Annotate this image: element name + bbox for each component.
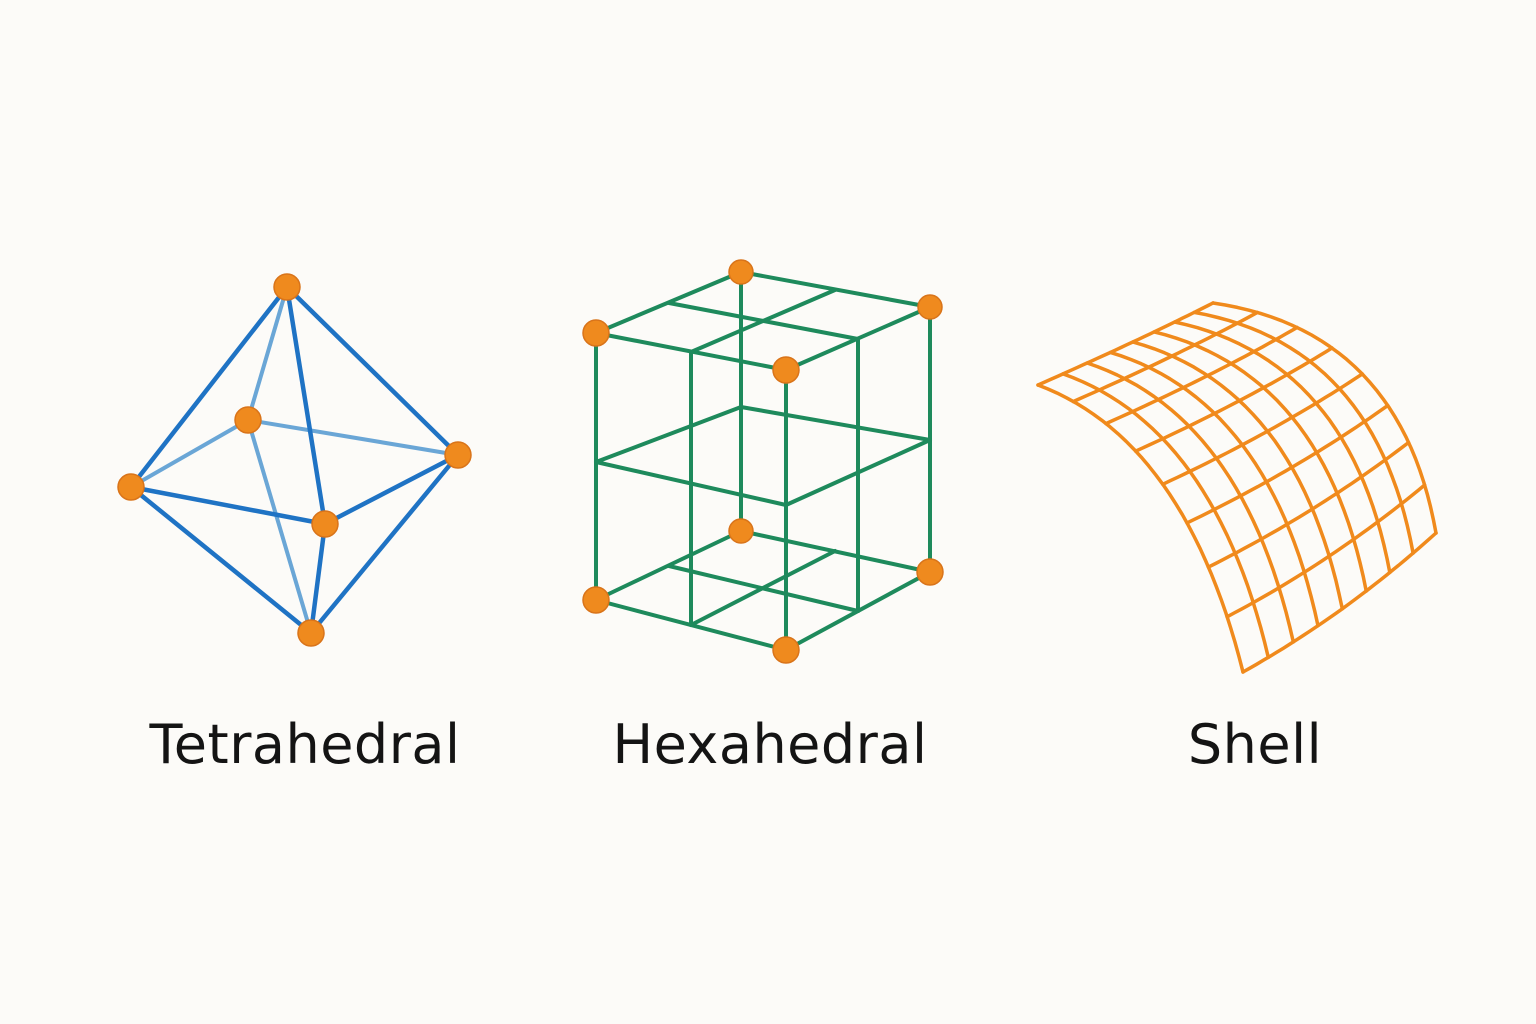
tet-edge	[246, 285, 289, 422]
tet-node	[117, 473, 145, 501]
shell-mesh-line	[1206, 440, 1411, 569]
hex-node	[728, 259, 754, 285]
tet-node	[444, 441, 472, 469]
tet-edge	[284, 284, 461, 458]
tet-edge	[128, 484, 328, 527]
shell-mesh-line	[1161, 372, 1365, 487]
tet-edge	[246, 418, 460, 457]
hex-node	[772, 636, 800, 664]
shell-mesh-line	[1185, 403, 1390, 525]
tet-edge	[129, 418, 250, 489]
hexahedral-edges	[594, 270, 932, 652]
tet-node	[273, 273, 301, 301]
tet-node	[297, 619, 325, 647]
shell-mesh-line	[1225, 483, 1427, 619]
tet-edge	[246, 418, 313, 635]
hexahedral-label: Hexahedral	[612, 713, 928, 776]
hex-node	[728, 518, 754, 544]
tet-edge	[128, 484, 314, 636]
shell-label: Shell	[1187, 713, 1323, 776]
tet-edge	[284, 284, 328, 527]
hex-node	[916, 558, 944, 586]
hex-node	[582, 319, 610, 347]
tetrahedral-edges	[128, 284, 461, 636]
shell-mesh-line	[1036, 301, 1215, 387]
tet-edge	[308, 521, 328, 636]
tetrahedral-label: Tetrahedral	[149, 713, 461, 776]
hex-node	[917, 294, 943, 320]
shell-mesh-line	[1071, 310, 1260, 404]
shell-mesh-line	[1211, 301, 1438, 535]
tetrahedral-hidden-edges	[129, 285, 460, 635]
tet-node	[234, 406, 262, 434]
hex-node	[582, 586, 610, 614]
hexahedral-nodes	[582, 259, 944, 664]
shell-mesh-line	[1085, 361, 1296, 644]
shell-mesh-line	[1104, 325, 1299, 426]
tet-node	[311, 510, 339, 538]
hex-node	[772, 356, 800, 384]
shell-mesh	[1036, 301, 1438, 674]
tet-edge	[128, 284, 290, 490]
shell-mesh-line	[1036, 383, 1245, 674]
tetrahedral-nodes	[117, 273, 472, 647]
shell-mesh-line	[1241, 531, 1438, 674]
tet-edge	[322, 452, 461, 527]
shell-mesh-line	[1133, 346, 1334, 453]
tet-edge	[308, 452, 461, 636]
